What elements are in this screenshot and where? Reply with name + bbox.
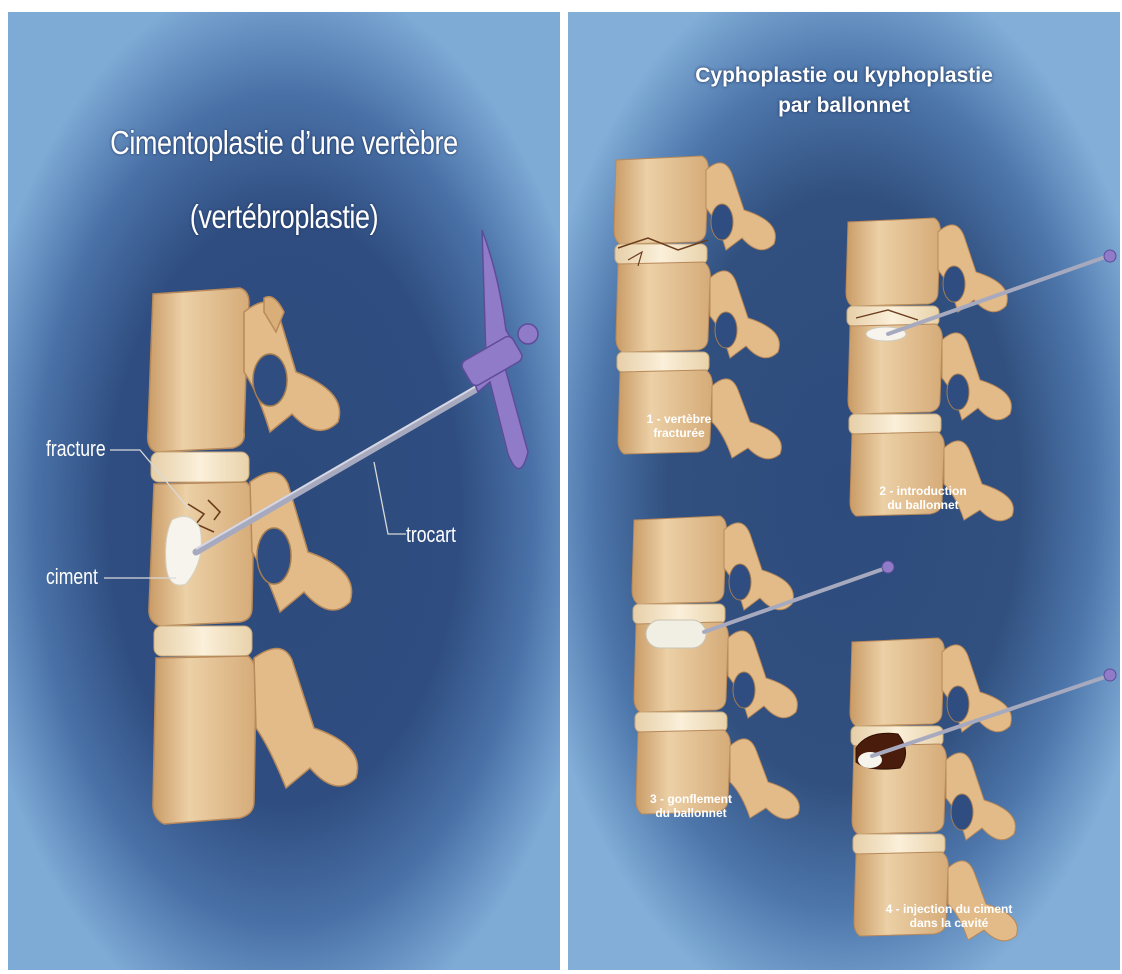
vertebral-processes — [244, 297, 358, 788]
kyphoplasty-title: Cyphoplastie ou kyphoplastie — [568, 64, 1120, 88]
step-1-caption-line2: fracturée — [624, 426, 734, 440]
step-1-caption-line1: 1 - vertèbre — [624, 412, 734, 426]
kyphoplasty-panel: Cyphoplastie ou kyphoplastie par ballonn… — [568, 12, 1120, 970]
step-4-caption-line1: 4 - injection du ciment — [864, 902, 1034, 916]
step-3-caption-line1: 3 - gonflement — [626, 792, 756, 806]
fracture-label: fracture — [46, 436, 106, 462]
trocart-label: trocart — [406, 522, 456, 548]
step-2-caption: 2 - introduction du ballonnet — [848, 484, 998, 512]
vertebroplasty-title: Cimentoplastie d’une vertèbre — [58, 124, 511, 162]
step-4-caption: 4 - injection du ciment dans la cavité — [864, 902, 1034, 930]
trocar-handle — [460, 230, 538, 469]
step-2-illustration — [846, 218, 1116, 521]
step-1-caption: 1 - vertèbre fracturée — [624, 412, 734, 440]
kyphoplasty-subtitle: par ballonnet — [568, 94, 1120, 118]
step-4-caption-line2: dans la cavité — [864, 916, 1034, 930]
vertebroplasty-panel: Cimentoplastie d’une vertèbre (vertébrop… — [8, 12, 560, 970]
vertebroplasty-subtitle: (vertébroplastie) — [58, 198, 511, 236]
step-4-illustration — [850, 638, 1116, 941]
step-3-caption-line2: du ballonnet — [626, 806, 756, 820]
step-3-caption: 3 - gonflement du ballonnet — [626, 792, 756, 820]
kyphoplasty-illustration — [568, 12, 1120, 970]
step-2-caption-line1: 2 - introduction — [848, 484, 998, 498]
spine-column — [148, 288, 257, 824]
ciment-label: ciment — [46, 564, 98, 590]
step-2-caption-line2: du ballonnet — [848, 498, 998, 512]
